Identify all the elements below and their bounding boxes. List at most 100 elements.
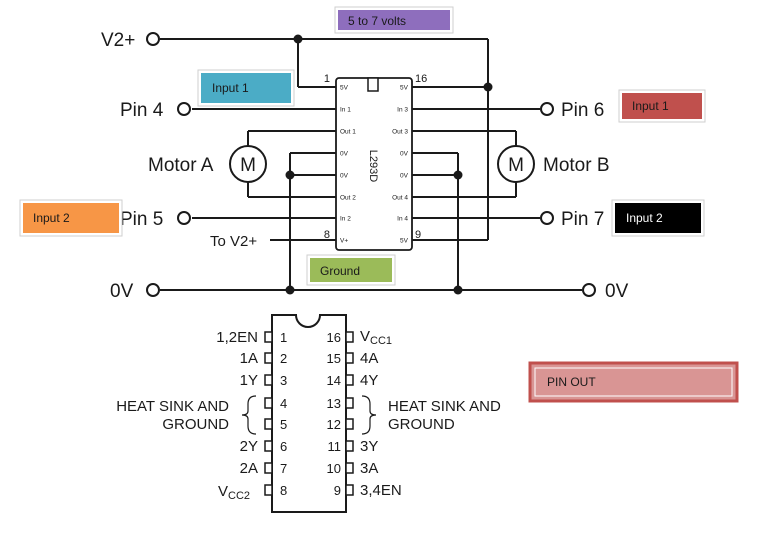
callout-input1-right-text: Input 1 — [632, 99, 669, 113]
to-v2plus-label: To V2+ — [210, 233, 257, 250]
ground-left-label: 0V — [110, 281, 134, 302]
pin7-label: Pin 7 — [561, 209, 604, 230]
vcc1-subscript: CC1 — [370, 335, 392, 347]
pin5-terminal — [177, 211, 191, 225]
pinout-right-number: 9 — [334, 483, 341, 498]
pinout-pin-stub — [345, 397, 354, 409]
pinout-left-label: 2A — [240, 460, 258, 477]
junction-v2plus-left — [293, 34, 303, 44]
chip-left-pin-label: In 2 — [340, 216, 351, 223]
v2plus-terminal — [146, 32, 160, 46]
pinout-pin-stub — [345, 462, 354, 474]
pinout-pin-stub — [264, 462, 273, 474]
pinout-left-label: 1,2EN — [216, 329, 258, 346]
pinout-pin-stub — [345, 418, 354, 430]
heat-sink-left-line1: HEAT SINK AND — [116, 398, 229, 415]
junction-dots — [285, 34, 493, 295]
chip-left-pin-label: 0V — [340, 151, 349, 158]
vcc2-prefix: V — [218, 483, 228, 500]
motor-b-m: M — [508, 155, 524, 176]
pinout-left-number: 7 — [280, 461, 287, 476]
pin7-terminal — [540, 211, 554, 225]
pin6-label: Pin 6 — [561, 100, 604, 121]
callout-ground-fill — [310, 258, 392, 282]
chip-pin-1-number: 1 — [324, 73, 330, 85]
pinout-vcc1-label: VCC1 — [360, 328, 392, 347]
callout-input1-left-fill — [201, 73, 291, 103]
pinout-pin-stub — [264, 352, 273, 364]
pinout-right-number: 13 — [327, 396, 341, 411]
callout-input1-right: Input 1 — [618, 89, 706, 123]
pin5-label: Pin 5 — [120, 209, 163, 230]
pinout-left-labels: 1,2EN 1A 1Y 2Y 2A — [216, 329, 258, 477]
heat-sink-right-brace — [361, 395, 377, 435]
chip-left-pin-label: V+ — [340, 238, 348, 245]
junction-ground-left — [285, 285, 295, 295]
chip-notch — [367, 77, 379, 92]
callout-volts-fill — [338, 10, 450, 30]
junction-left-0v — [285, 170, 295, 180]
callout-input1-right-fill — [622, 93, 702, 119]
chip-right-pin-label: 5V — [400, 85, 409, 92]
motor-b: M — [497, 145, 535, 183]
callout-pinout: PIN OUT — [528, 361, 739, 403]
motor-b-label: Motor B — [543, 155, 610, 176]
pinout-pin-stub — [264, 484, 273, 496]
pinout-right-number: 14 — [327, 373, 341, 388]
chip-left-pin-label: 5V — [340, 85, 349, 92]
pinout-pin-stub — [345, 440, 354, 452]
vcc1-prefix: V — [360, 328, 370, 345]
callout-input1-left: Input 1 — [197, 69, 295, 107]
callout-pinout-text: PIN OUT — [547, 375, 596, 389]
ground-left-terminal — [146, 283, 160, 297]
callout-input2-right-fill — [615, 203, 701, 233]
pinout-right-label: 3,4EN — [360, 482, 402, 499]
heat-sink-left-line2: GROUND — [162, 416, 229, 433]
pinout-right-label: 3A — [360, 460, 378, 477]
chip-right-pin-label: 0V — [400, 173, 409, 180]
pinout-ic-body — [271, 314, 347, 513]
pinout-pin-stub — [264, 374, 273, 386]
heat-sink-left-brace — [241, 395, 257, 435]
vcc2-subscript: CC2 — [228, 490, 250, 502]
pinout-left-label: 2Y — [240, 438, 258, 455]
callout-ground-text: Ground — [320, 264, 360, 278]
pinout-left-number: 4 — [280, 396, 287, 411]
chip-left-pin-label: 0V — [340, 173, 349, 180]
pinout-pin-stub — [264, 331, 273, 343]
pinout-pin-stub — [264, 440, 273, 452]
chip-right-pin-label: 0V — [400, 151, 409, 158]
pinout-left-label: 1A — [240, 350, 258, 367]
chip-right-pin-label: 5V — [400, 238, 409, 245]
pinout-right-number: 15 — [327, 351, 341, 366]
v2plus-label: V2+ — [101, 30, 135, 51]
pin4-label: Pin 4 — [120, 100, 164, 121]
motor-a-symbol — [229, 145, 267, 183]
motor-a-label: Motor A — [148, 155, 214, 176]
pinout-pin-stub — [345, 331, 354, 343]
ground-right-label: 0V — [605, 281, 629, 302]
junction-right-0v — [453, 170, 463, 180]
heat-sink-right-line2: GROUND — [388, 416, 455, 433]
callout-ground: Ground — [306, 254, 396, 286]
callout-input2-left-fill — [23, 203, 119, 233]
pinout-left-label: 1Y — [240, 372, 258, 389]
chip-left-pin-label: In 1 — [340, 107, 351, 114]
chip-pin-9-number: 9 — [415, 229, 421, 241]
callout-input2-left: Input 2 — [19, 199, 123, 237]
pinout-right-label: 3Y — [360, 438, 378, 455]
pinout-vcc2-label: VCC2 — [218, 483, 250, 502]
chip-pin-16-number: 16 — [415, 73, 427, 85]
pinout-right-label: 4Y — [360, 372, 378, 389]
pinout-right-number: 10 — [327, 461, 341, 476]
callout-volts: 5 to 7 volts — [334, 6, 454, 34]
pinout-left-number: 8 — [280, 483, 287, 498]
